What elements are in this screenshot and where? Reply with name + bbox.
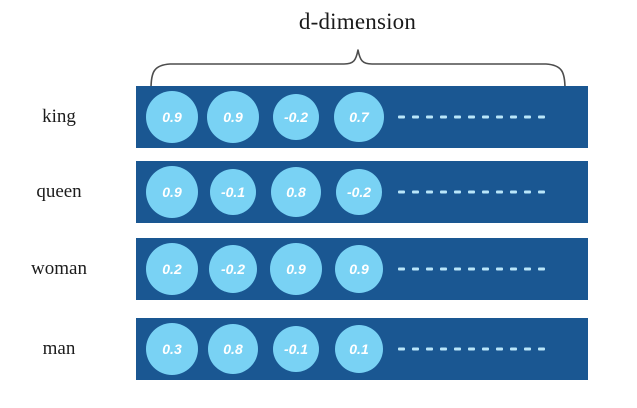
dash-mark [524,267,531,271]
dash-mark [412,347,419,351]
dash-mark [482,115,489,119]
dash-mark [454,267,461,271]
row-label-man: man [42,338,76,359]
embedding-value-circle: 0.2 [146,243,198,295]
dash-mark [412,115,419,119]
dash-mark [398,190,405,194]
embedding-value-circle: 0.9 [207,91,259,143]
ellipsis-dashes [398,115,545,119]
ellipsis-dashes [398,347,545,351]
embedding-row: woman 0.2-0.2 0.9 0.9 [0,238,637,300]
dash-mark [454,115,461,119]
embedding-value-circle: 0.9 [146,91,198,143]
embedding-value-circle: 0.9 [146,166,198,218]
embedding-value-circle: -0.2 [273,94,319,140]
ellipsis-dashes [398,190,545,194]
dash-mark [454,190,461,194]
dash-mark [440,115,447,119]
dash-mark [398,115,405,119]
embedding-value-circle: 0.9 [270,243,322,295]
dash-mark [468,347,475,351]
embedding-value-circle: 0.1 [335,325,383,373]
dash-mark [468,115,475,119]
dash-mark [510,267,517,271]
dash-mark [482,267,489,271]
dash-mark [426,267,433,271]
embedding-value-circle: 0.9 [335,245,383,293]
embedding-value-circle: 0.7 [334,92,384,142]
ellipsis-dashes [398,267,545,271]
dash-mark [538,347,545,351]
dash-mark [524,115,531,119]
embedding-value-circle: -0.1 [210,169,256,215]
dash-mark [398,347,405,351]
embedding-vector-bar: 0.2-0.2 0.9 0.9 [136,238,588,300]
dash-mark [496,115,503,119]
dash-mark [426,115,433,119]
embedding-value-circle: -0.2 [209,245,257,293]
embedding-value-circle: -0.2 [336,169,382,215]
dash-mark [468,267,475,271]
embedding-row: queen 0.9 -0.1 0.8 -0.2 [0,161,637,223]
dash-mark [538,267,545,271]
dash-mark [496,190,503,194]
dash-mark [412,267,419,271]
dash-mark [440,347,447,351]
diagram-title: d-dimension [0,9,637,35]
dash-mark [482,347,489,351]
dash-mark [454,347,461,351]
dash-mark [468,190,475,194]
row-label-queen: queen [36,181,82,202]
dash-mark [496,267,503,271]
dash-mark [524,347,531,351]
diagram-title-text: d-dimension [298,9,417,34]
dash-mark [440,190,447,194]
dash-mark [524,190,531,194]
embedding-value-circle: 0.8 [271,167,321,217]
dash-mark [496,347,503,351]
dash-mark [482,190,489,194]
dash-mark [426,347,433,351]
embedding-value-circle: 0.8 [208,324,258,374]
embedding-value-circle: 0.3 [146,323,198,375]
dash-mark [510,190,517,194]
brace-icon [150,49,566,90]
dash-mark [510,347,517,351]
embedding-value-circle: -0.1 [273,326,319,372]
dash-mark [510,115,517,119]
row-label-king: king [42,106,76,127]
dash-mark [412,190,419,194]
d-dimension-brace [148,48,568,90]
row-label-woman: woman [31,258,87,279]
embedding-vector-bar: 0.9 -0.1 0.8 -0.2 [136,161,588,223]
dash-mark [538,115,545,119]
dash-mark [440,267,447,271]
dash-mark [426,190,433,194]
dash-mark [398,267,405,271]
dash-mark [538,190,545,194]
